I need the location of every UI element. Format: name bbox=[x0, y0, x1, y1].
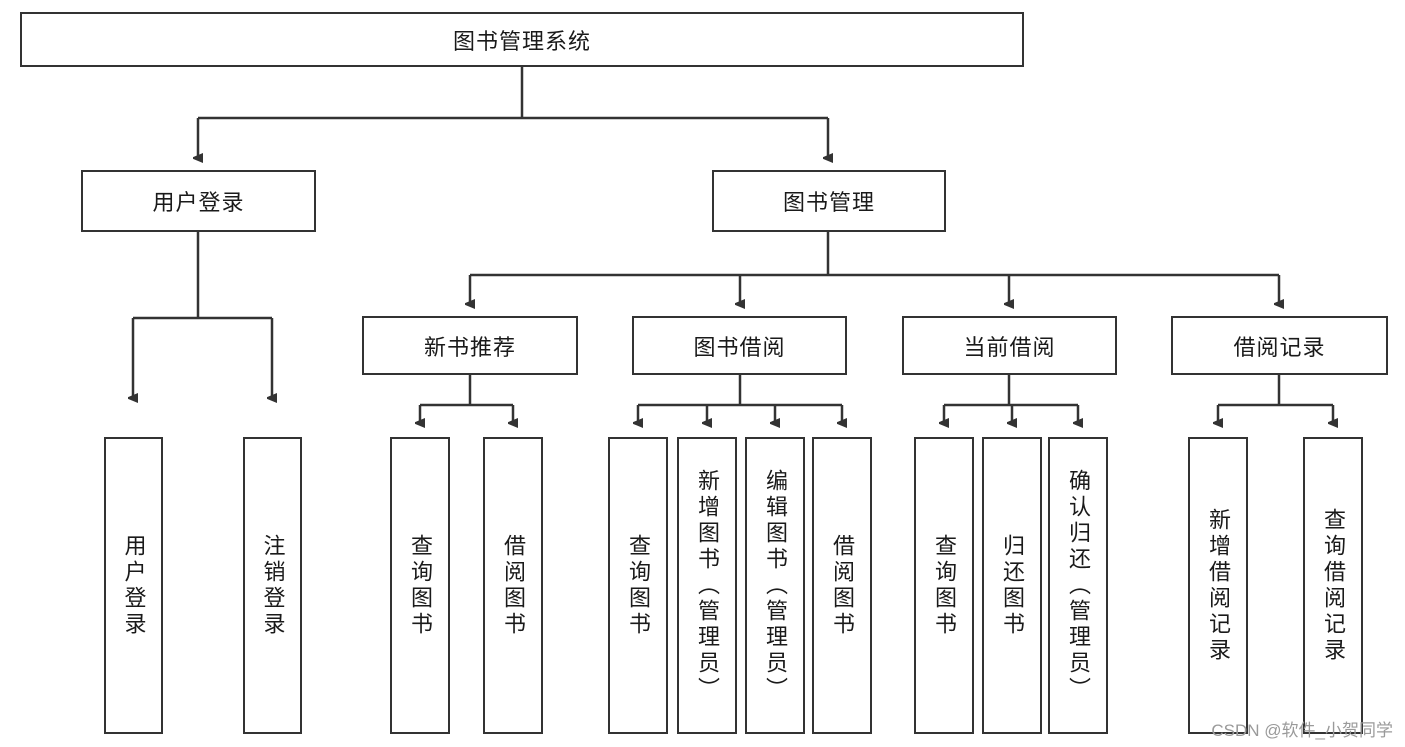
node-root[interactable]: 图书管理系统 bbox=[20, 12, 1024, 67]
node-root-label: 图书管理系统 bbox=[452, 28, 591, 54]
leaf-add-book-admin[interactable]: 新增图书（管理员） bbox=[677, 437, 737, 734]
node-book-management[interactable]: 图书管理 bbox=[712, 170, 946, 232]
leaf-confirm-return-admin[interactable]: 确认归还（管理员） bbox=[1048, 437, 1108, 734]
leaf-user-logout-label: 注销登录 bbox=[260, 533, 286, 638]
leaf-user-login[interactable]: 用户登录 bbox=[104, 437, 163, 734]
leaf-borrow-book-label: 借阅图书 bbox=[830, 533, 855, 638]
node-current-borrow-label: 当前借阅 bbox=[963, 334, 1056, 360]
leaf-confirm-return-admin-label: 确认归还（管理员） bbox=[1066, 468, 1091, 703]
leaf-new-book-query-label: 查询图书 bbox=[408, 533, 433, 638]
node-book-management-label: 图书管理 bbox=[782, 190, 875, 215]
leaf-user-login-label: 用户登录 bbox=[121, 533, 147, 638]
leaf-current-query-book-label: 查询图书 bbox=[932, 533, 957, 638]
node-user-login-label: 用户登录 bbox=[152, 190, 245, 215]
node-current-borrow[interactable]: 当前借阅 bbox=[902, 316, 1117, 375]
node-new-book-recommend-label: 新书推荐 bbox=[423, 334, 516, 360]
leaf-borrow-book[interactable]: 借阅图书 bbox=[812, 437, 872, 734]
leaf-new-book-borrow-label: 借阅图书 bbox=[501, 533, 526, 638]
leaf-edit-book-admin[interactable]: 编辑图书（管理员） bbox=[745, 437, 805, 734]
node-user-login[interactable]: 用户登录 bbox=[81, 170, 316, 232]
leaf-query-borrow-record-label: 查询借阅记录 bbox=[1321, 507, 1346, 664]
leaf-return-book[interactable]: 归还图书 bbox=[982, 437, 1042, 734]
leaf-current-query-book[interactable]: 查询图书 bbox=[914, 437, 974, 734]
leaf-query-borrow-record[interactable]: 查询借阅记录 bbox=[1303, 437, 1363, 734]
node-borrow-record[interactable]: 借阅记录 bbox=[1171, 316, 1388, 375]
leaf-return-book-label: 归还图书 bbox=[1000, 533, 1025, 638]
watermark: CSDN @软件_小贺同学 bbox=[1211, 721, 1393, 740]
leaf-add-book-admin-label: 新增图书（管理员） bbox=[695, 468, 720, 703]
leaf-add-borrow-record[interactable]: 新增借阅记录 bbox=[1188, 437, 1248, 734]
leaf-new-book-borrow[interactable]: 借阅图书 bbox=[483, 437, 543, 734]
node-borrow-record-label: 借阅记录 bbox=[1233, 334, 1326, 360]
node-new-book-recommend[interactable]: 新书推荐 bbox=[362, 316, 578, 375]
node-book-borrow-label: 图书借阅 bbox=[693, 334, 786, 360]
leaf-borrow-query-book-label: 查询图书 bbox=[626, 533, 651, 638]
leaf-borrow-query-book[interactable]: 查询图书 bbox=[608, 437, 668, 734]
leaf-add-borrow-record-label: 新增借阅记录 bbox=[1206, 507, 1231, 664]
node-book-borrow[interactable]: 图书借阅 bbox=[632, 316, 847, 375]
leaf-edit-book-admin-label: 编辑图书（管理员） bbox=[763, 468, 788, 703]
leaf-user-logout[interactable]: 注销登录 bbox=[243, 437, 302, 734]
leaf-new-book-query[interactable]: 查询图书 bbox=[390, 437, 450, 734]
